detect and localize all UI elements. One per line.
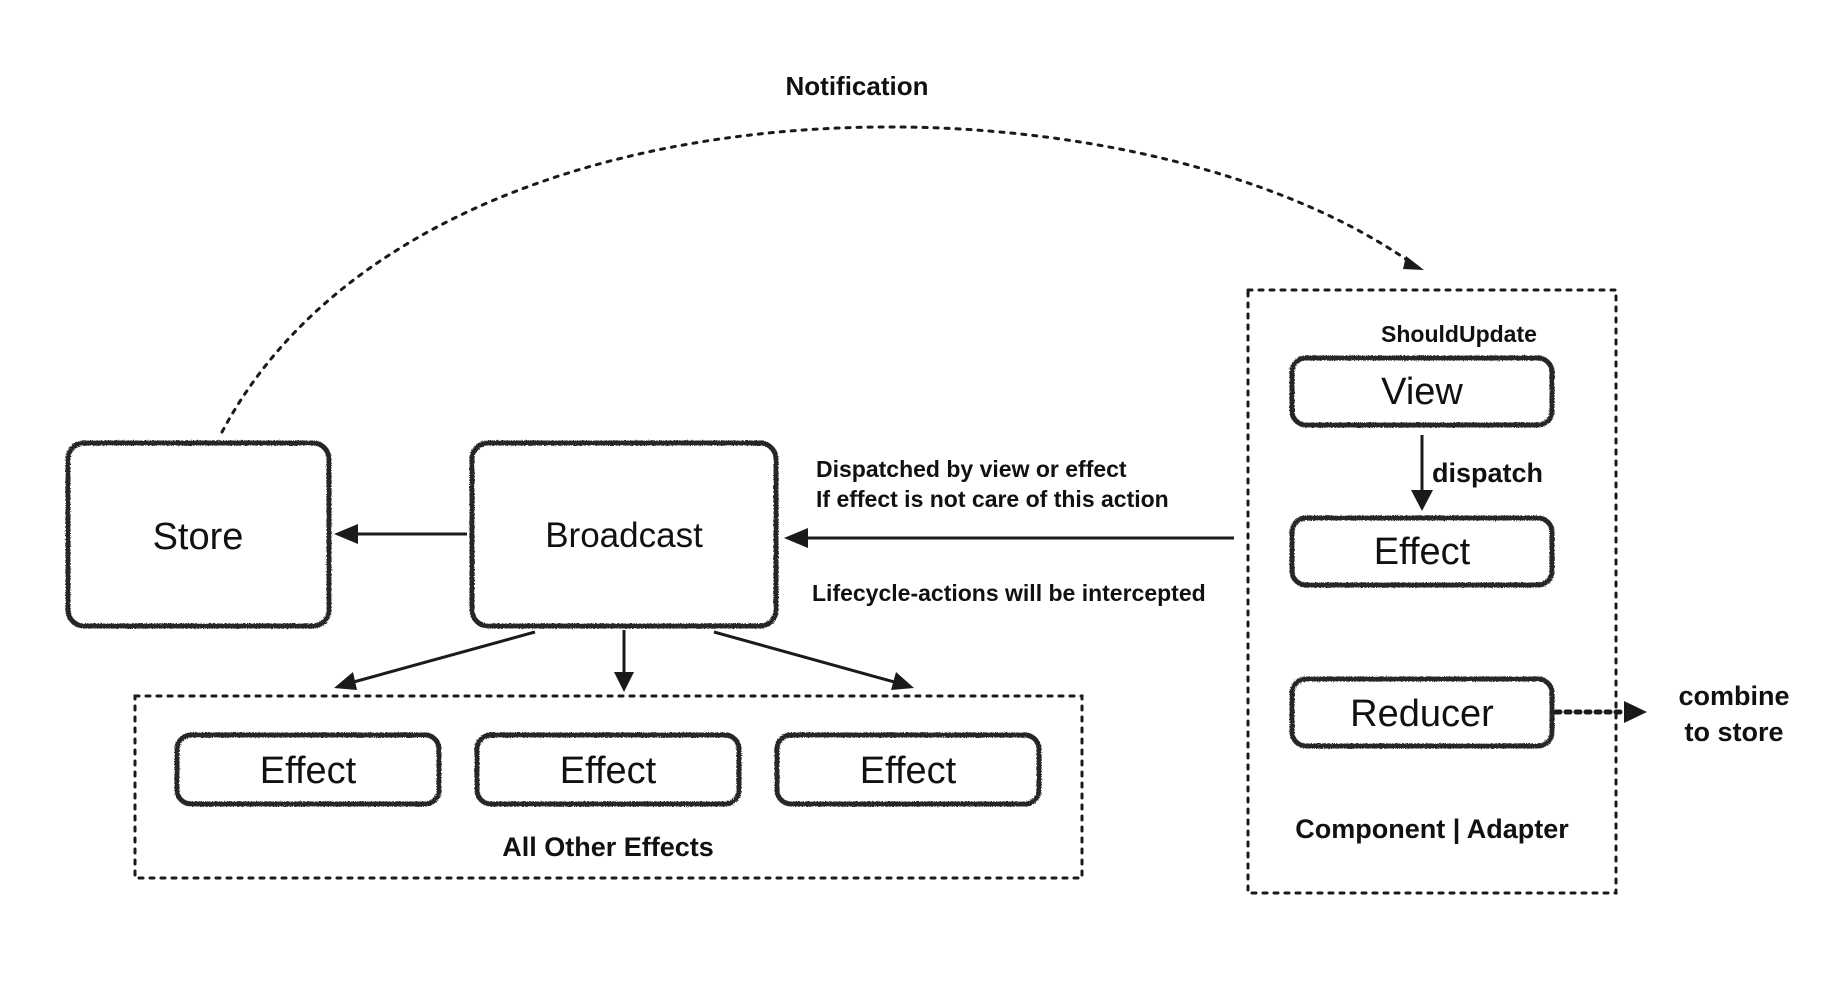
component-adapter-label: Component | Adapter	[1295, 814, 1569, 844]
broadcast-to-effect-3-arrowhead	[891, 672, 914, 690]
effect-node-3	[774, 732, 1042, 807]
view-node	[1289, 355, 1555, 428]
should-update-label: ShouldUpdate	[1381, 321, 1537, 347]
broadcast-to-effect-2-arrowhead	[614, 672, 634, 692]
broadcast-to-effect-3-edge	[713, 630, 899, 685]
broadcast-to-effect-1-arrowhead	[334, 672, 357, 690]
notification-edge	[220, 125, 1412, 434]
combine-label-line2: to store	[1684, 717, 1783, 747]
component-adapter-group	[1246, 288, 1618, 895]
effect-node-1	[174, 732, 442, 807]
effect-node-2	[474, 732, 742, 807]
broadcast-node	[469, 440, 779, 629]
lifecycle-label: Lifecycle-actions will be intercepted	[812, 580, 1206, 606]
store-label: Store	[153, 516, 244, 558]
notification-arrowhead	[1403, 256, 1424, 270]
all-other-effects-label: All Other Effects	[502, 832, 714, 862]
broadcast-to-effect-1-edge	[349, 630, 536, 685]
broadcast-label: Broadcast	[545, 516, 703, 555]
component-effect-label: Effect	[1374, 531, 1471, 573]
all-other-effects-group	[133, 694, 1084, 880]
dispatch-label: dispatch	[1432, 458, 1543, 488]
dispatched-label-line1: Dispatched by view or effect	[816, 456, 1127, 482]
reducer-node	[1289, 676, 1555, 749]
component-effect-node	[1289, 515, 1555, 588]
combine-label-line1: combine	[1678, 681, 1789, 711]
notification-label: Notification	[786, 71, 929, 101]
effect-3-label: Effect	[860, 750, 957, 792]
reducer-label: Reducer	[1350, 693, 1494, 735]
dispatched-label-line2: If effect is not care of this action	[816, 486, 1169, 512]
component-to-broadcast-arrowhead	[784, 528, 808, 548]
reducer-to-store-arrowhead	[1624, 701, 1647, 723]
view-to-effect-arrowhead	[1411, 490, 1433, 511]
store-node	[65, 440, 332, 629]
view-label: View	[1381, 371, 1463, 413]
broadcast-to-store-arrowhead	[334, 524, 358, 544]
effect-1-label: Effect	[260, 750, 357, 792]
effect-2-label: Effect	[560, 750, 657, 792]
